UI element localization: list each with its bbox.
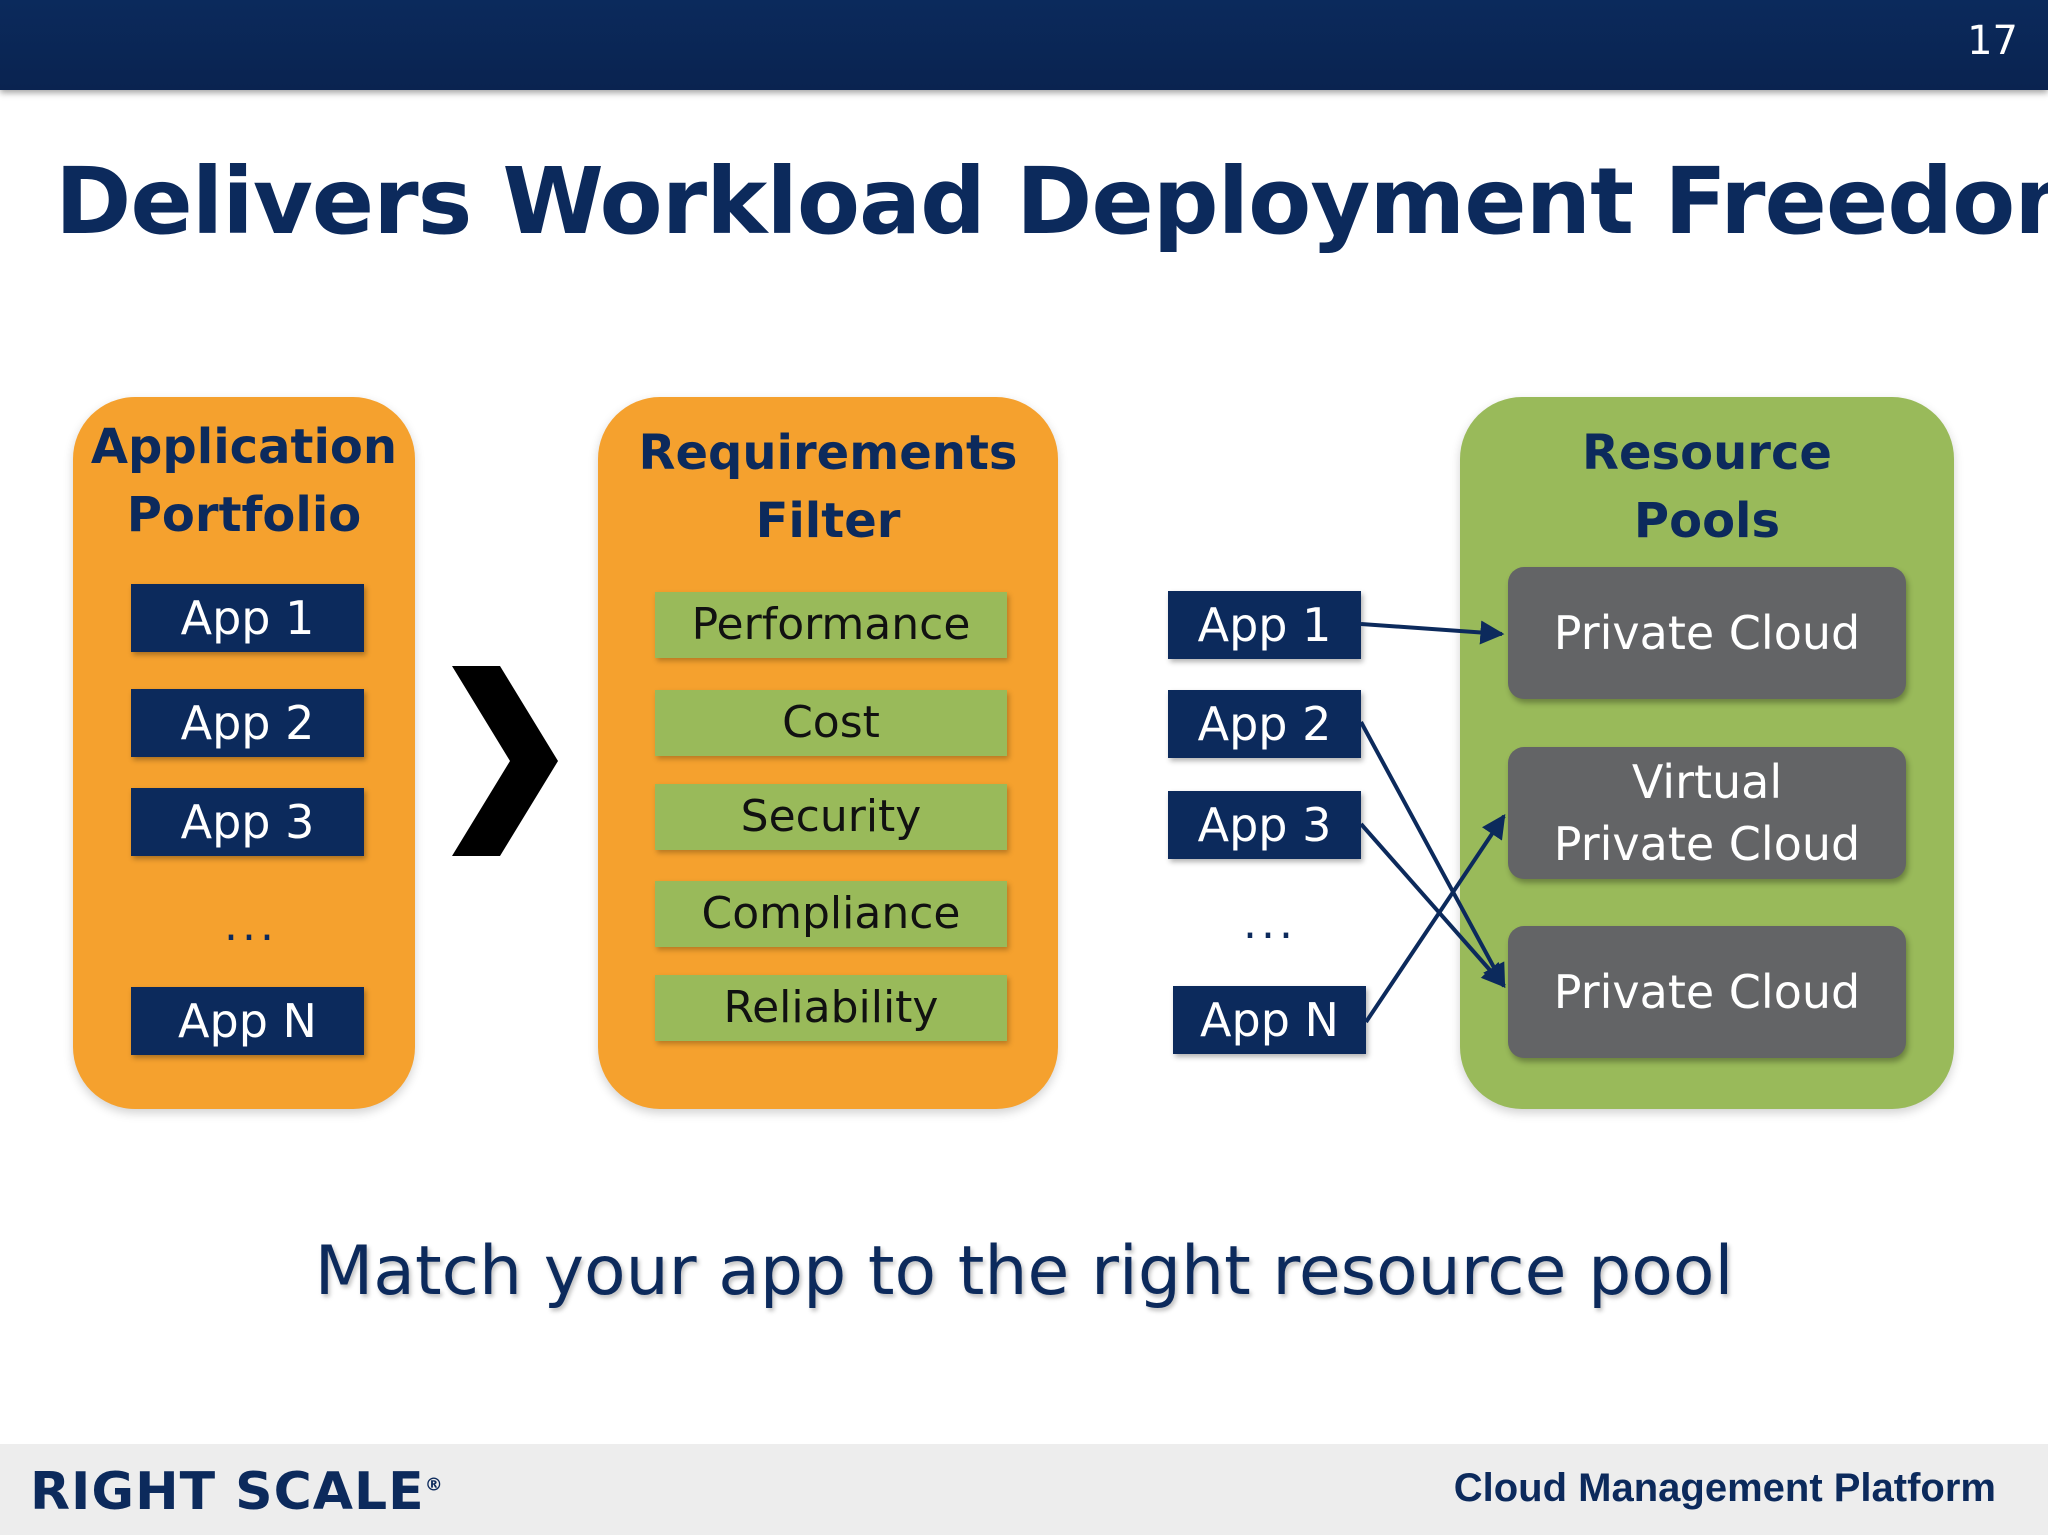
resource-pool-private-cloud-2: Private Cloud: [1508, 926, 1906, 1058]
filter-cost: Cost: [655, 690, 1007, 756]
assigned-app-1: App 1: [1168, 591, 1361, 659]
cloud-1-label: Private Cloud: [1553, 606, 1861, 660]
filter-security: Security: [655, 784, 1007, 850]
portfolio-app-2: App 2: [131, 689, 364, 757]
assigned-ellipsis: ...: [1243, 898, 1297, 949]
arrow-app3-to-private-cloud-2: [1359, 822, 1506, 988]
filter-performance: Performance: [655, 592, 1007, 658]
logo-registered-mark: ®: [424, 1474, 444, 1496]
rightscale-logo: RIGHT SCALE®: [30, 1462, 444, 1522]
filter-title-line1: Requirements: [638, 425, 1018, 481]
arrow-appn-to-virtual-private-cloud: [1364, 814, 1506, 1024]
assigned-app-n: App N: [1173, 986, 1366, 1054]
pools-title-line1: Resource: [1582, 425, 1832, 481]
footer-platform-label: Cloud Management Platform: [1453, 1466, 1996, 1510]
resource-pool-virtual-private-cloud: Virtual Private Cloud: [1508, 747, 1906, 879]
page-number: 17: [1967, 18, 2018, 64]
portfolio-app-1: App 1: [131, 584, 364, 652]
slide-title: Delivers Workload Deployment Freedom: [55, 148, 2048, 255]
filter-compliance: Compliance: [655, 881, 1007, 947]
resource-pool-private-cloud-1: Private Cloud: [1508, 567, 1906, 699]
filter-reliability: Reliability: [655, 975, 1007, 1041]
filter-title-line2: Filter: [755, 493, 901, 549]
pools-title-line2: Pools: [1633, 493, 1781, 549]
assigned-app-3: App 3: [1168, 791, 1361, 859]
portfolio-ellipsis: ...: [224, 900, 278, 951]
arrow-app2-to-private-cloud-2: [1359, 721, 1506, 989]
portfolio-app-n: App N: [131, 987, 364, 1055]
cloud-3-label: Private Cloud: [1553, 965, 1861, 1019]
tagline: Match your app to the right resource poo…: [314, 1232, 1734, 1311]
footer-bar: RIGHT SCALE® Cloud Management Platform: [0, 1444, 2048, 1535]
arrow-app1-to-private-cloud-1: [1360, 620, 1505, 645]
cloud-2-label-line2: Private Cloud: [1553, 817, 1861, 871]
header-bar: 17: [0, 0, 2048, 90]
chevron-right-icon: [452, 666, 558, 856]
logo-text: RIGHT SCALE: [30, 1462, 425, 1522]
portfolio-app-3: App 3: [131, 788, 364, 856]
cloud-2-label-line1: Virtual: [1631, 755, 1783, 809]
portfolio-title-line2: Portfolio: [126, 487, 362, 543]
assigned-app-2: App 2: [1168, 690, 1361, 758]
portfolio-title-line1: Application: [90, 419, 398, 475]
